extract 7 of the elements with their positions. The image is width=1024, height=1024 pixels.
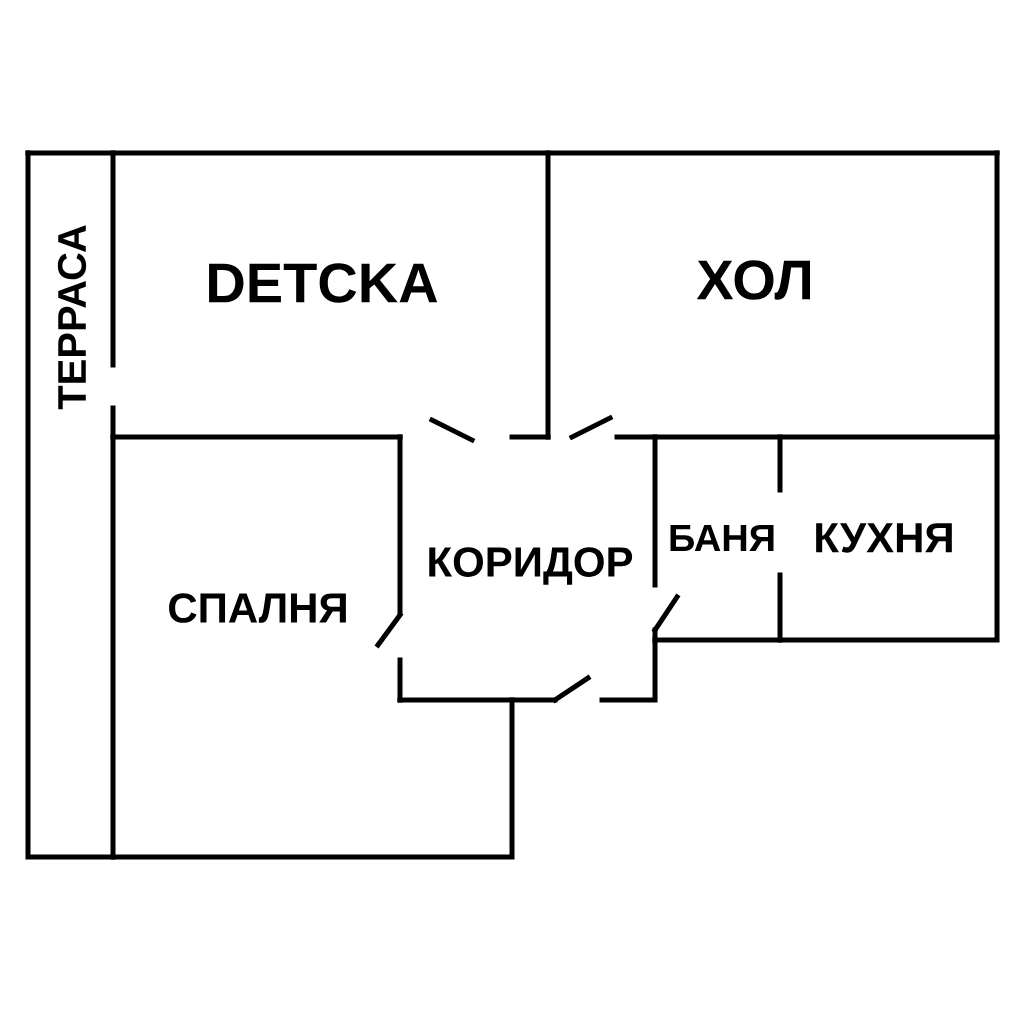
room-label: СПАЛНЯ (169, 593, 346, 623)
room-label: БАНЯ (670, 524, 774, 552)
room-label: ТЕРРАСА (57, 225, 87, 410)
room-label: ХОЛ (696, 260, 810, 300)
room-label: КОРИДОР (429, 547, 633, 585)
room-label: КУХНЯ (816, 523, 952, 553)
room-label: DETCKA (209, 263, 438, 303)
